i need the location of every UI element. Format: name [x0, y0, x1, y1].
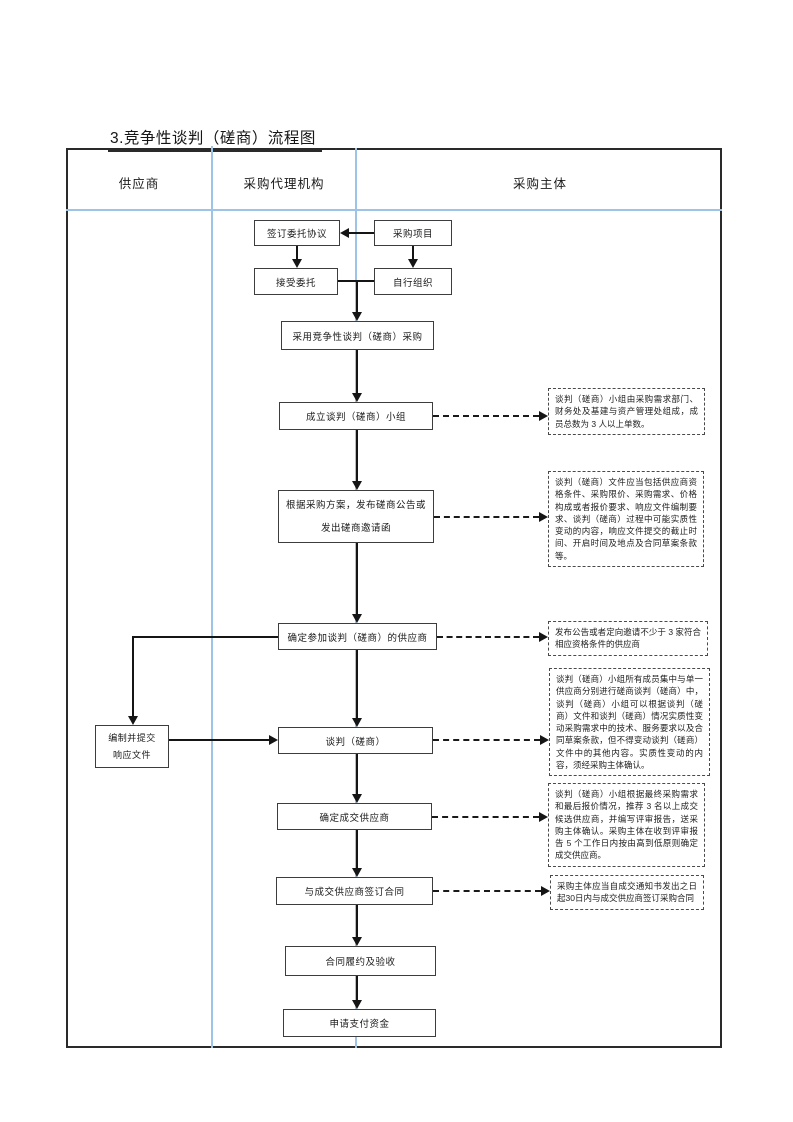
arrow-contract-to-fulfill-line: [356, 905, 358, 937]
arrow-response-to-negotiation-line: [169, 739, 269, 741]
dashed-negotiation-note-line: [433, 739, 540, 741]
arrow-adopt-to-team-line: [356, 350, 358, 393]
arrow-negotiation-to-winner-line: [356, 754, 358, 794]
arrow-response-to-negotiation-head: [269, 735, 278, 745]
page-title: 3.竞争性谈判（磋商）流程图: [108, 126, 322, 152]
flowchart-frame: [66, 148, 722, 1048]
arrow-negotiation-to-winner-head: [352, 794, 362, 803]
arrow-determine-to-negotiation-line: [356, 650, 358, 718]
dashed-award-note-line: [432, 816, 539, 818]
flow-box-determine-participants: 确定参加谈判（磋商）的供应商: [278, 623, 437, 650]
arrow-winner-to-contract-head: [352, 868, 362, 877]
note-award: 谈判（磋商）小组根据最终采购需求和最后报价情况，推荐 3 名以上成交候选供应商，…: [548, 783, 705, 867]
lane-divider-supplier-agency: [211, 146, 213, 1048]
note-negotiation: 谈判（磋商）小组所有成员集中与单一供应商分别进行磋商谈判（磋商）中，谈判（磋商）…: [549, 668, 710, 777]
arrow-adopt-to-team-head: [352, 393, 362, 402]
arrow-project-to-self-line: [412, 246, 414, 260]
flow-box-adopt-negotiation: 采用竞争性谈判（磋商）采购: [281, 321, 434, 350]
note-team: 谈判（磋商）小组由采购需求部门、财务处及基建与资产管理处组成，成员总数为 3 人…: [548, 388, 705, 435]
dashed-document-note-line: [434, 516, 539, 518]
dashed-team-note-line: [433, 415, 539, 417]
arrow-fulfill-to-payment-head: [352, 1000, 362, 1009]
column-header-supplier: 供应商: [118, 177, 160, 191]
dashed-contract-note-line: [433, 890, 541, 892]
flow-box-apply-payment: 申请支付资金: [283, 1009, 436, 1037]
dashed-team-note-head: [539, 411, 548, 421]
note-invite: 发布公告或者定向邀请不少于 3 家符合相应资格条件的供应商: [548, 621, 708, 656]
arrow-announce-to-determine-line: [356, 543, 358, 614]
arrow-sign-to-accept-head: [292, 259, 302, 268]
note-contract: 采购主体应当自成交通知书发出之日起30日内与成交供应商签订采购合同: [550, 875, 704, 910]
arrow-junction-to-adopt-line: [356, 281, 358, 312]
branch-determine-to-response-hline: [133, 636, 278, 638]
dashed-invite-note-head: [539, 632, 548, 642]
header-divider-line: [66, 209, 722, 211]
flow-box-fulfill-acceptance: 合同履约及验收: [285, 946, 436, 976]
column-header-entity: 采购主体: [512, 177, 567, 191]
branch-determine-to-response-head: [128, 716, 138, 725]
arrow-determine-to-negotiation-head: [352, 718, 362, 727]
flow-box-accept-entrust: 接受委托: [254, 268, 338, 295]
arrow-sign-to-accept-line: [296, 246, 298, 260]
lane-divider-agency-entity: [355, 148, 357, 1048]
flow-box-response-doc: 编制并提交 响应文件: [95, 725, 169, 768]
dashed-negotiation-note-head: [540, 735, 549, 745]
flow-box-negotiation: 谈判（磋商）: [278, 727, 433, 754]
arrow-project-to-self-head: [408, 259, 418, 268]
flow-box-project: 采购项目: [374, 220, 452, 246]
branch-determine-to-response-vline: [132, 636, 134, 716]
arrow-contract-to-fulfill-head: [352, 937, 362, 946]
arrow-fulfill-to-payment-line: [356, 976, 358, 1000]
dashed-document-note-head: [539, 512, 548, 522]
arrow-winner-to-contract-line: [356, 830, 358, 868]
column-header-agency: 采购代理机构: [243, 177, 325, 191]
arrow-project-to-sign-line: [349, 232, 374, 234]
flow-box-form-team: 成立谈判（磋商）小组: [279, 402, 433, 430]
arrow-project-to-sign-head: [340, 228, 349, 238]
flow-box-sign-agreement: 签订委托协议: [254, 220, 340, 246]
dashed-invite-note-line: [437, 636, 539, 638]
arrow-team-to-announce-line: [356, 430, 358, 481]
arrow-team-to-announce-head: [352, 481, 362, 490]
flow-box-announce: 根据采购方案，发布磋商公告或 发出磋商邀请函: [278, 490, 434, 543]
flow-box-self-organize: 自行组织: [374, 268, 452, 295]
note-document: 谈判（磋商）文件应当包括供应商资格条件、采购限价、采购需求、价格构成或者报价要求…: [548, 471, 704, 568]
arrow-junction-to-adopt-head: [352, 312, 362, 321]
dashed-contract-note-head: [541, 886, 550, 896]
flow-box-sign-contract: 与成交供应商签订合同: [276, 877, 433, 905]
dashed-award-note-head: [539, 812, 548, 822]
arrow-announce-to-determine-head: [352, 614, 362, 623]
flow-box-winner: 确定成交供应商: [277, 803, 432, 830]
